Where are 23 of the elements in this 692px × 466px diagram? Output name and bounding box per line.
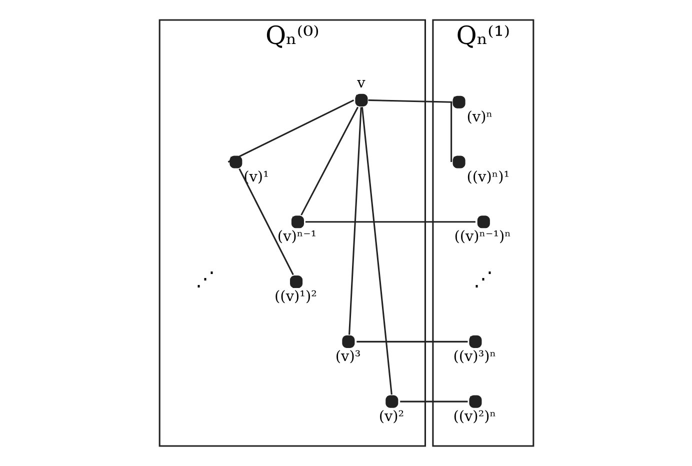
node-label: ((v)ⁿ⁻¹)ⁿ: [454, 229, 510, 246]
node-label: (v)ⁿ: [466, 109, 492, 126]
label: ⋰: [473, 268, 492, 291]
connector: [238, 168, 294, 276]
connector: [348, 107, 362, 335]
node-label: ((v)²)ⁿ: [452, 408, 496, 425]
node-label: (v)¹: [243, 169, 268, 186]
node-label: ((v)¹)²: [274, 289, 316, 306]
node-label: ((v)ⁿ)¹: [466, 169, 510, 186]
node-label: v: [356, 76, 365, 92]
node-label: (v)²: [378, 408, 404, 425]
connector: [227, 100, 354, 163]
node-label: (v)³: [334, 348, 360, 365]
label: ⋰: [194, 268, 214, 291]
connector: [368, 99, 452, 103]
connector: [300, 106, 358, 216]
node-label: ((v)³)ⁿ: [452, 348, 496, 365]
connector: [360, 106, 392, 395]
connector: [450, 102, 452, 162]
node-label: (v)ⁿ⁻¹: [276, 229, 316, 246]
connector: [400, 400, 468, 402]
connector: [356, 340, 468, 342]
connector: [304, 221, 475, 223]
